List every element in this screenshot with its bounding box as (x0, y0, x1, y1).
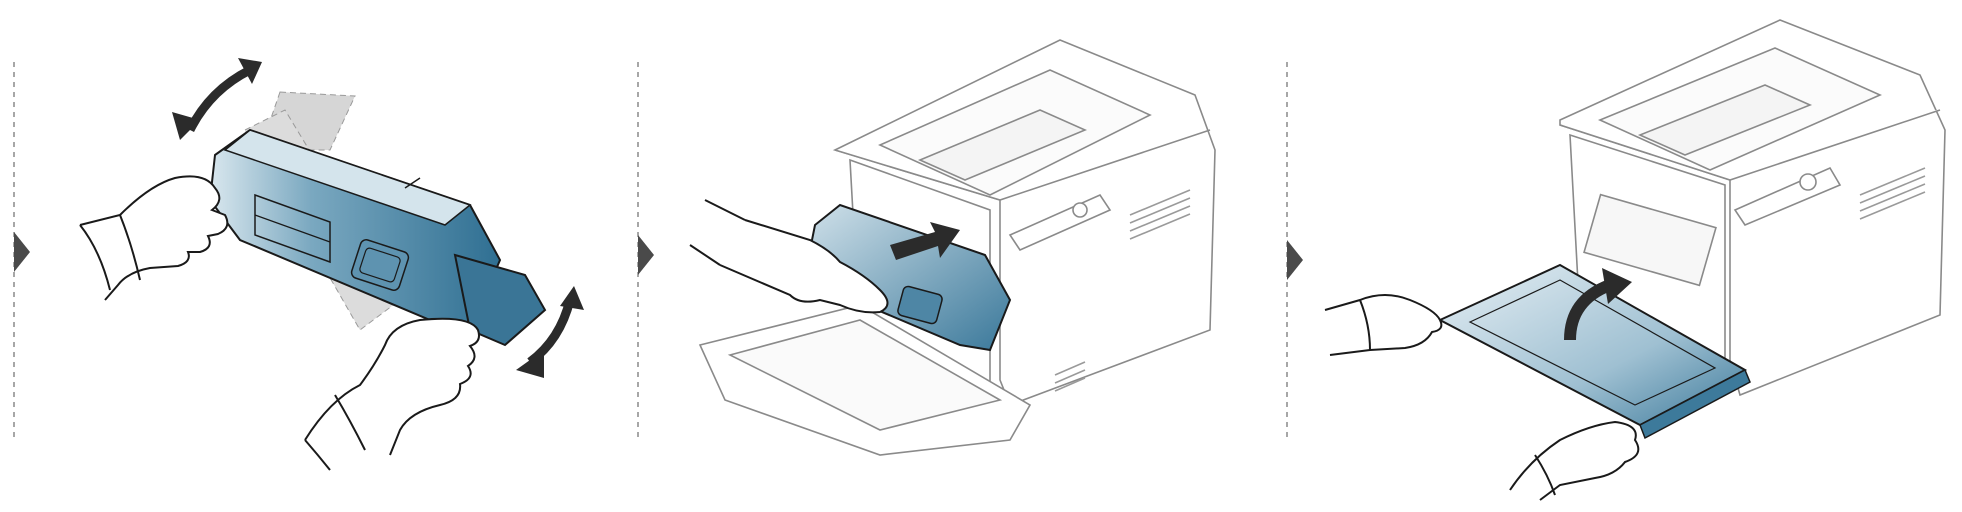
step-marker-icon (14, 232, 30, 272)
left-hand (79, 175, 229, 301)
front-cover (1437, 263, 1751, 440)
step-2-panel (637, 39, 1216, 456)
step-3-panel (1286, 19, 1946, 501)
toner-cartridge (208, 128, 547, 347)
rotate-arrow-icon-bottom (516, 286, 584, 378)
step-marker-icon (638, 235, 654, 275)
rotate-arrow-icon-top (172, 58, 262, 140)
close-arrow-icon (1564, 268, 1632, 341)
step-marker-icon (1287, 240, 1303, 280)
right-hand (1509, 420, 1640, 501)
insert-arrow-icon (890, 222, 960, 260)
left-hand (1324, 294, 1443, 356)
right-hand (304, 317, 480, 471)
step-1-panel (13, 58, 584, 471)
hand (689, 199, 889, 314)
